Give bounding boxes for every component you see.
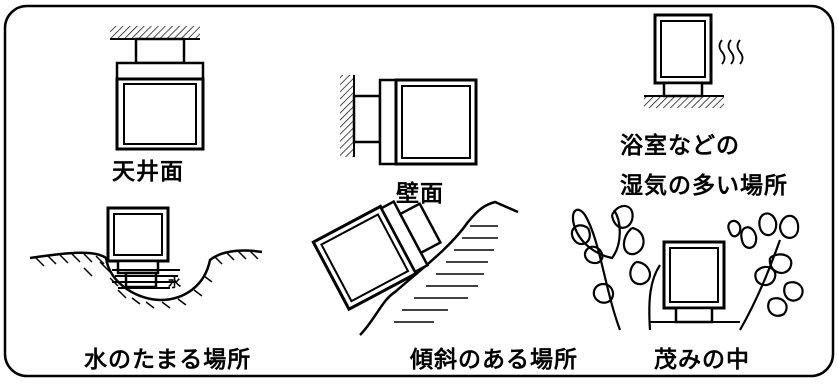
slope-illustration <box>311 199 519 336</box>
steam-icon <box>718 39 744 65</box>
water-mark-label: 水 <box>168 276 182 291</box>
wall-hatch <box>340 75 354 157</box>
caption-wall: 壁面 <box>396 181 444 207</box>
water-sensor-body <box>106 206 170 263</box>
humid-location-illustration <box>644 13 744 108</box>
slope-line <box>359 200 519 336</box>
humid-floor-hatch <box>644 96 724 108</box>
ceiling-hatch <box>110 26 200 39</box>
wall-mount-illustration <box>340 75 478 166</box>
ceiling-sensor-body <box>115 77 205 151</box>
wall-sensor-body <box>394 78 478 166</box>
caption-humid: 浴室などの 湿気の多い場所 <box>620 126 788 206</box>
foliage-leaves <box>570 204 804 331</box>
ceiling-mount-base <box>134 37 186 65</box>
water-pool-illustration <box>29 206 263 309</box>
humid-sensor-body <box>653 13 713 85</box>
water-surface-lines <box>112 269 180 289</box>
ceiling-mount-illustration <box>110 26 205 151</box>
frame-border <box>3 4 835 378</box>
bush-illustration <box>570 204 804 331</box>
caption-ceiling: 天井面 <box>112 159 184 185</box>
ground-line <box>29 249 263 302</box>
caption-humid-line1: 浴室などの <box>620 133 740 159</box>
caption-water: 水のたまる場所 <box>84 347 252 373</box>
caption-slope: 傾斜のある場所 <box>410 347 578 373</box>
wall-mount-base <box>352 94 382 144</box>
caption-bush: 茂みの中 <box>654 347 750 373</box>
caption-humid-line2: 湿気の多い場所 <box>620 173 788 199</box>
bush-sensor-body <box>662 240 726 310</box>
